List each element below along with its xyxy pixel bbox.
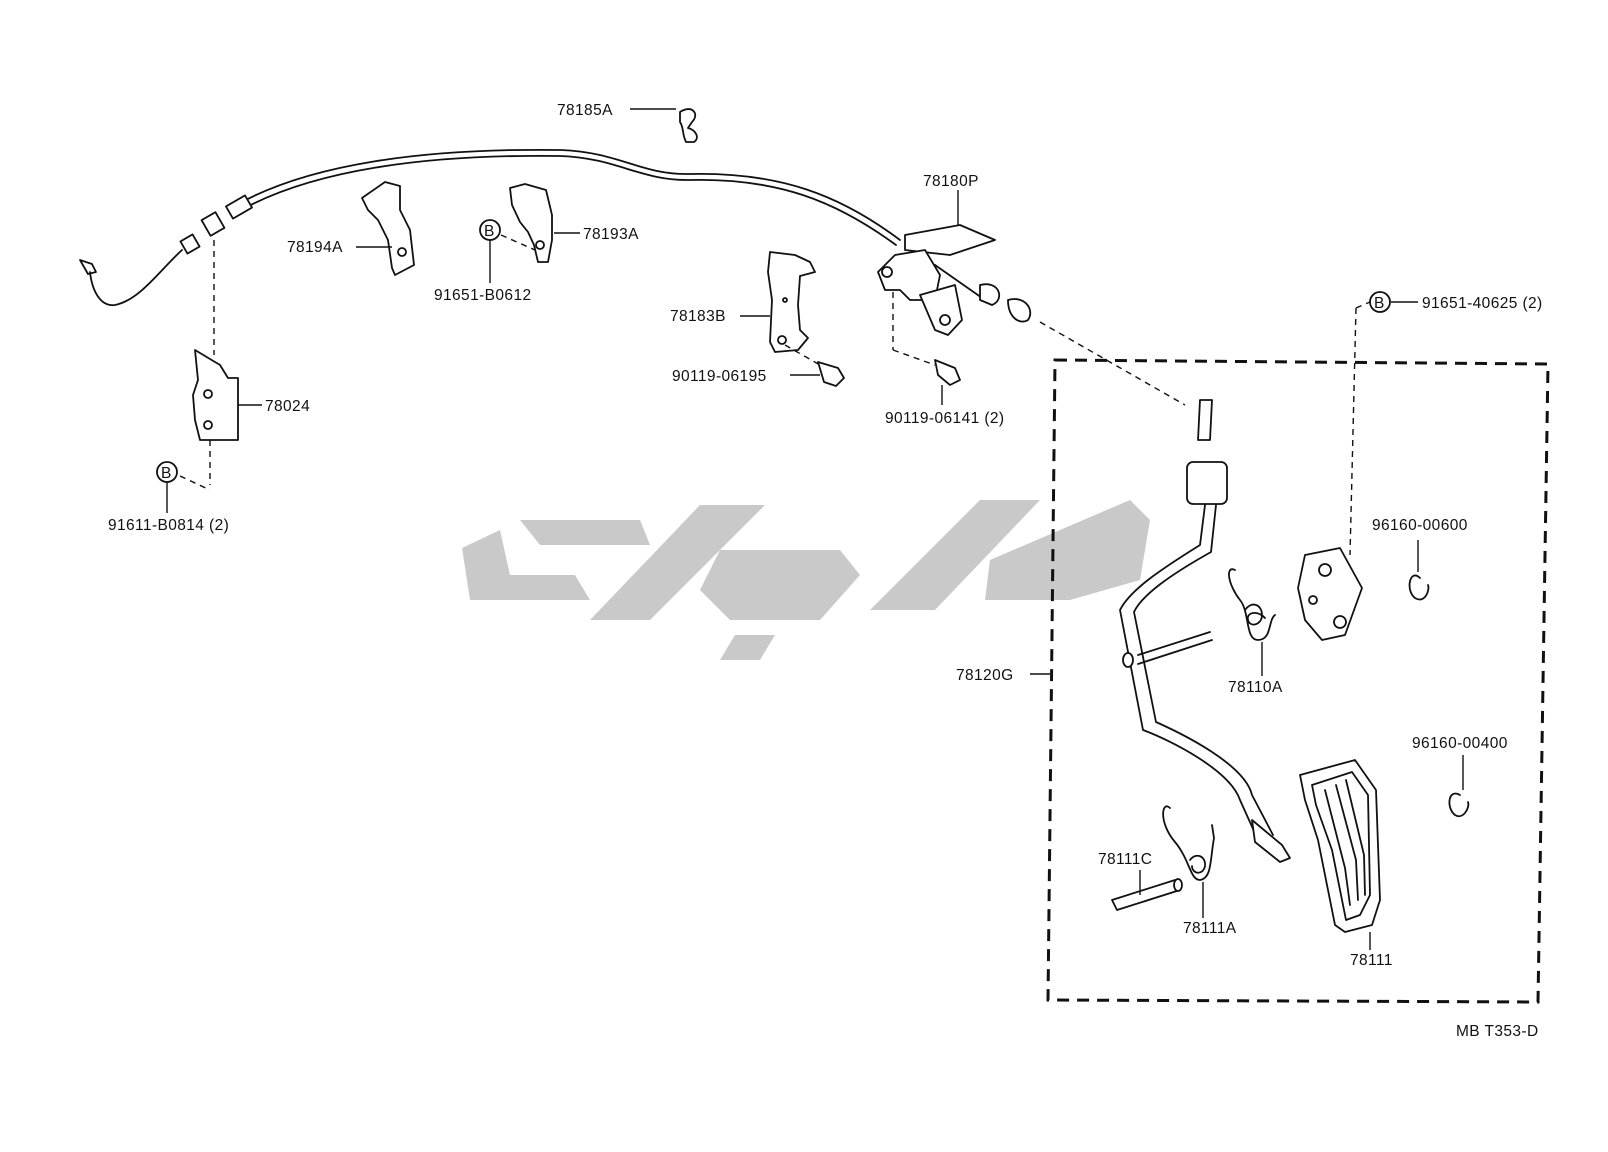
dashline-90119-06141-b bbox=[892, 349, 936, 366]
label-90119-06141: 90119-06141 (2) bbox=[885, 410, 1004, 427]
cable-clamp-78193a bbox=[509, 183, 553, 263]
label-78111a: 78111A bbox=[1183, 920, 1237, 937]
pin-78111c bbox=[1111, 878, 1183, 911]
dashline-91651-40625 bbox=[1349, 307, 1357, 556]
accelerator-cable bbox=[79, 148, 901, 306]
cable-clip-78185a bbox=[679, 108, 698, 143]
label-78193a: 78193A bbox=[583, 226, 639, 243]
label-78183b: 78183B bbox=[670, 308, 726, 325]
pedal-pad-78111 bbox=[1299, 759, 1381, 933]
bracket-78183b bbox=[767, 251, 816, 353]
label-78024: 78024 bbox=[265, 398, 310, 415]
callout-b-letter: B bbox=[484, 223, 495, 240]
cable-clamp-78194a bbox=[361, 181, 415, 276]
e-ring-96160-00400 bbox=[1448, 792, 1470, 818]
label-96160-00400: 96160-00400 bbox=[1412, 735, 1508, 752]
label-91611-b0814: 91611-B0814 (2) bbox=[108, 517, 229, 534]
diagram-code: MB T353-D bbox=[1456, 1023, 1539, 1040]
bolt-90119-06195 bbox=[817, 361, 845, 387]
watermark-logo bbox=[462, 500, 1150, 660]
dashline-91611-b0814-b bbox=[179, 475, 211, 491]
label-78111c: 78111C bbox=[1098, 851, 1152, 868]
label-78110a: 78110A bbox=[1228, 679, 1283, 696]
bolt-90119-06141 bbox=[934, 359, 961, 386]
bracket-78024 bbox=[192, 349, 239, 441]
dashline-cable-to-pedal bbox=[1039, 321, 1186, 406]
pedal-assembly-frame bbox=[1046, 358, 1550, 1004]
callout-b-letter-3: B bbox=[1374, 295, 1385, 312]
bracket-78180p bbox=[877, 224, 1032, 336]
e-ring-96160-00600 bbox=[1408, 574, 1430, 601]
label-78185a: 78185A bbox=[557, 102, 613, 119]
label-78120g: 78120G bbox=[956, 667, 1014, 684]
callout-b-letter-2: B bbox=[161, 465, 172, 482]
label-78111: 78111 bbox=[1350, 952, 1393, 969]
dashline-91651-40625-b bbox=[1355, 301, 1371, 309]
spring-78111a bbox=[1162, 805, 1215, 881]
spring-78110a bbox=[1228, 568, 1276, 641]
label-91651-40625: 91651-40625 (2) bbox=[1422, 295, 1543, 312]
label-78180p: 78180P bbox=[923, 173, 979, 190]
label-90119-06195: 90119-06195 bbox=[672, 368, 767, 385]
dashline-90119-06195 bbox=[784, 344, 821, 366]
pedal-lever-78120g bbox=[1119, 399, 1291, 863]
pedal-support-plate bbox=[1297, 547, 1363, 641]
label-91651-b0612: 91651-B0612 bbox=[434, 287, 531, 304]
label-96160-00600: 96160-00600 bbox=[1372, 517, 1468, 534]
label-78194a: 78194A bbox=[287, 239, 343, 256]
